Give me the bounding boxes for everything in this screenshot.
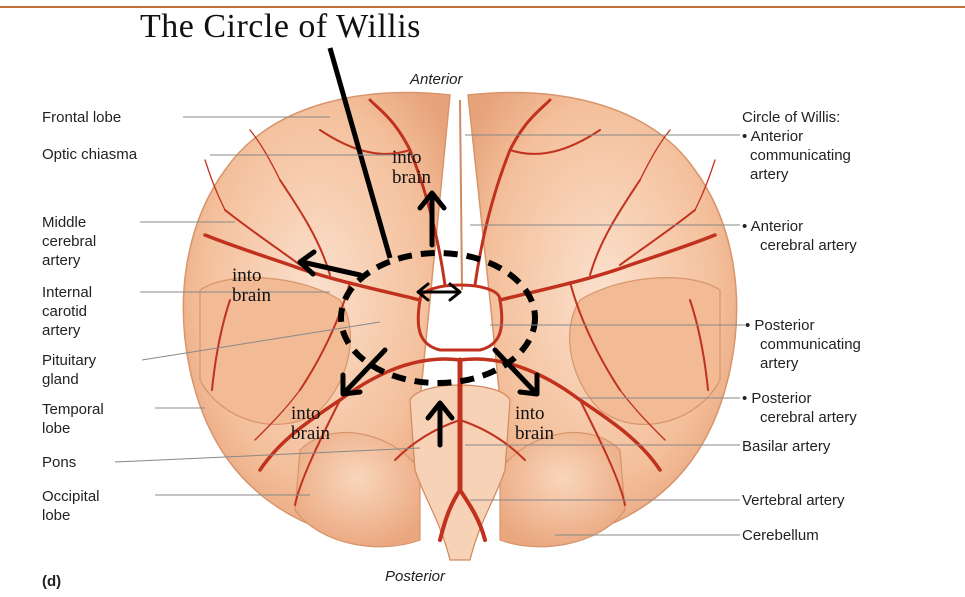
label-occipital-lobe: Occipital lobe [42, 487, 100, 525]
label-cerebellum: Cerebellum [742, 526, 819, 545]
label-temporal-lobe: Temporal lobe [42, 400, 104, 438]
annotation-into-brain-bottom-right: into brain [515, 404, 554, 444]
label-posterior: Posterior [385, 567, 445, 586]
label-posterior-cerebral-artery: • Posterior cerebral artery [742, 389, 857, 427]
label-internal-carotid-artery: Internal carotid artery [42, 283, 92, 340]
label-anterior: Anterior [410, 70, 463, 89]
label-vertebral-artery: Vertebral artery [742, 491, 845, 510]
label-anterior-communicating-artery: • Anterior communicating artery [742, 127, 851, 184]
label-anterior-cerebral-artery: • Anterior cerebral artery [742, 217, 857, 255]
annotation-into-brain-left: into brain [232, 266, 271, 306]
panel-label: (d) [42, 572, 61, 591]
annotation-into-brain-top: into brain [392, 148, 431, 188]
annotation-into-brain-bottom-left: into brain [291, 404, 330, 444]
label-posterior-communicating-artery: • Posterior communicating artery [745, 316, 861, 373]
label-pons: Pons [42, 453, 76, 472]
label-basilar-artery: Basilar artery [742, 437, 830, 456]
label-pituitary-gland: Pituitary gland [42, 351, 96, 389]
label-frontal-lobe: Frontal lobe [42, 108, 121, 127]
diagram-title: The Circle of Willis [140, 8, 421, 46]
label-middle-cerebral-artery: Middle cerebral artery [42, 213, 96, 270]
label-optic-chiasma: Optic chiasma [42, 145, 137, 164]
label-circle-heading: Circle of Willis: [742, 108, 840, 127]
